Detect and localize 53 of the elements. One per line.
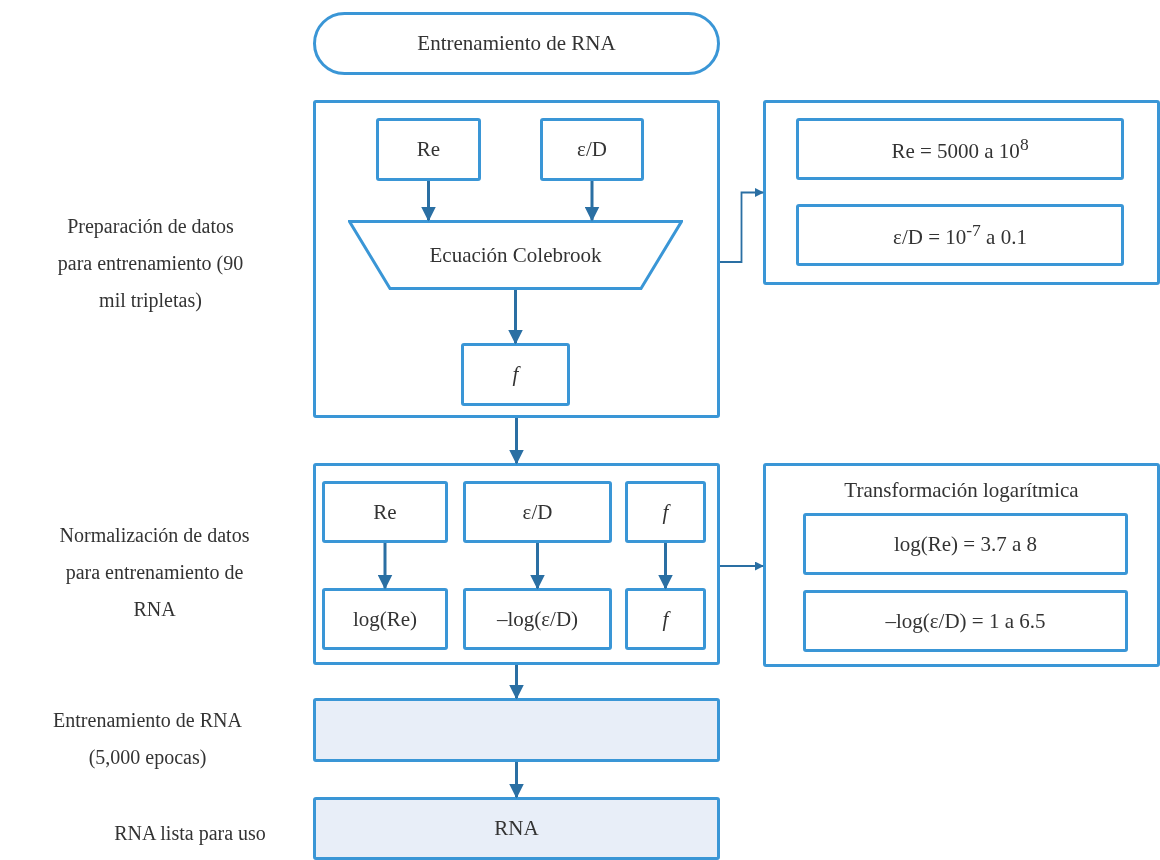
node-label: ε/D	[522, 499, 553, 525]
group-box	[763, 463, 1160, 667]
stage-label: RNA lista para uso	[113, 821, 267, 847]
stage-label: Normalización de datos para entrenamiento de RNA	[58, 523, 251, 622]
node-label: Re	[416, 137, 441, 162]
node-label: Entrenamiento de RNA	[417, 31, 616, 56]
node-label: –log(ε/D)	[496, 606, 579, 632]
process-box	[796, 118, 1124, 180]
node-label: f	[662, 606, 669, 632]
group-heading: Transformación logarítmica	[844, 478, 1079, 503]
arrow	[530, 543, 545, 590]
arrow	[719, 188, 764, 263]
arrow	[719, 561, 764, 571]
arrow	[421, 181, 436, 222]
group-box	[313, 100, 720, 418]
node-label: ε/D = 10$^{-7}$ a 0.1	[893, 220, 1027, 250]
title-pill	[313, 12, 720, 75]
arrow	[509, 762, 524, 799]
arrow	[584, 181, 600, 222]
node-label: f	[662, 499, 669, 525]
stage-label: Entrenamiento de RNA (5,000 epocas)	[52, 708, 243, 771]
stage-label: Preparación de datos para entrenamiento (90 mil tripletas)	[56, 214, 245, 314]
arrow	[509, 418, 524, 465]
process-box	[625, 481, 706, 543]
process-box	[463, 588, 612, 650]
node-label: f	[512, 362, 519, 387]
process-box	[803, 513, 1128, 575]
node-label: log(Re) = 3.7 a 8	[893, 531, 1038, 557]
process-box	[463, 481, 612, 543]
process-box	[803, 590, 1128, 652]
group-box	[763, 100, 1160, 285]
arrow	[658, 543, 673, 590]
node-label: Re = 5000 a 10$^{8}$	[891, 134, 1029, 164]
process-box	[625, 588, 706, 650]
process-box	[796, 204, 1124, 266]
process-box	[461, 343, 570, 406]
node-label: Re	[373, 499, 397, 525]
process-box	[313, 698, 720, 762]
process-box	[313, 797, 720, 860]
trapezoid-box	[348, 220, 683, 290]
group-box	[313, 463, 720, 665]
arrow	[509, 665, 524, 700]
process-box	[322, 588, 448, 650]
process-box	[540, 118, 644, 181]
node-label: ε/D	[577, 137, 607, 162]
process-box	[376, 118, 481, 181]
process-box	[322, 481, 448, 543]
node-label: log(Re)	[352, 606, 418, 632]
arrow	[508, 290, 523, 345]
node-label: Ecuación Colebrook	[429, 242, 602, 268]
node-label: RNA	[494, 816, 539, 841]
node-label: –log(ε/D) = 1 a 6.5	[885, 608, 1046, 634]
arrow	[377, 543, 393, 590]
